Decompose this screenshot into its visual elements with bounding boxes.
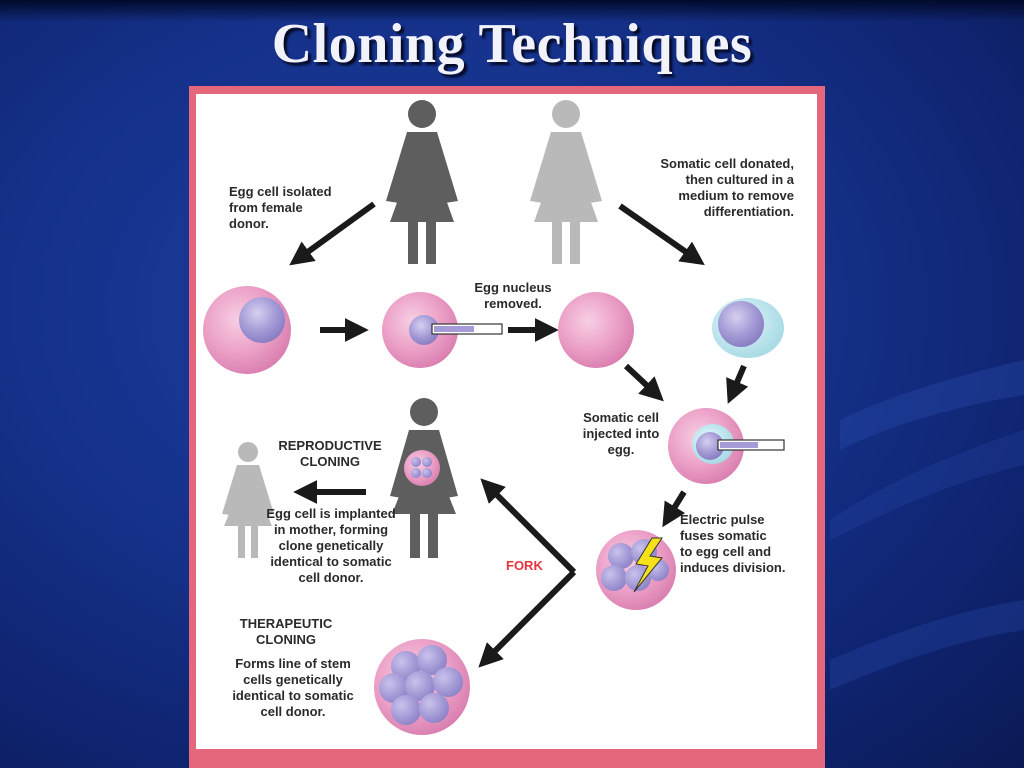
stem-cell-cluster [374, 639, 470, 735]
diagram-artwork [203, 100, 785, 735]
egg-nucleus-removal [382, 292, 503, 368]
figure-frame: Egg cell isolated from female donor. Som… [189, 86, 825, 768]
fused-dividing-cell [596, 530, 676, 610]
label-somatic-donated: Somatic cell donated, then cultured in a… [660, 156, 794, 219]
somatic-donor-icon [530, 100, 602, 264]
lightning-bolt-icon [633, 537, 663, 593]
somatic-injection-egg [668, 408, 785, 484]
slide-title: Cloning Techniques [271, 13, 753, 75]
heading-therapeutic-cloning: THERAPEUTIC CLONING [239, 616, 333, 647]
label-fork: FORK [506, 558, 543, 573]
egg-cell [203, 286, 291, 374]
pregnant-mother-icon [390, 398, 458, 558]
arrow-somatic-to-injection [726, 364, 749, 404]
heading-reproductive-cloning: REPRODUCTIVE CLONING [278, 438, 382, 469]
label-therapeutic-description: Forms line of stem cells genetically ide… [232, 656, 354, 719]
label-electric-pulse: Electric pulse fuses somatic to egg cell… [680, 512, 786, 575]
label-reproductive-description: Egg cell is implanted in mother, forming… [266, 506, 396, 585]
somatic-cell [712, 298, 784, 358]
arrow-injection-to-fusion [662, 490, 687, 528]
clone-child-icon [222, 442, 274, 558]
arrow-egg-isolated [289, 201, 376, 266]
top-shadow-band [0, 0, 1024, 22]
label-nucleus-removed: Egg nucleus removed. [474, 280, 552, 311]
arrow-empty-egg-to-injection [623, 363, 664, 402]
fork-arrows [478, 478, 577, 668]
enucleated-egg [558, 292, 634, 368]
label-egg-isolated: Egg cell isolated from female donor. [229, 184, 332, 231]
label-somatic-injected: Somatic cell injected into egg. [582, 410, 660, 457]
cloning-diagram: Egg cell isolated from female donor. Som… [196, 94, 817, 749]
female-donor-icon [386, 100, 458, 264]
arrow-somatic-donated [618, 203, 705, 266]
